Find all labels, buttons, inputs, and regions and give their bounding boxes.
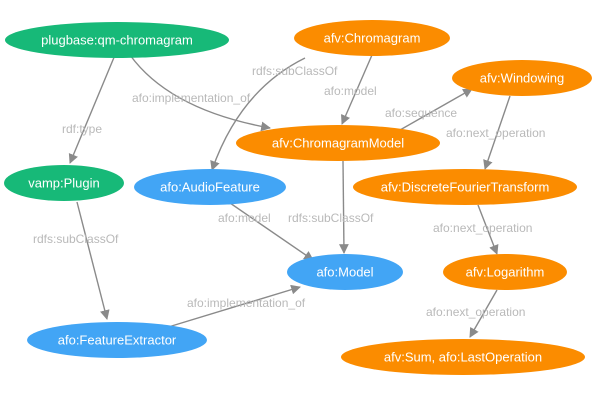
node-label: afv:Sum, afo:LastOperation (384, 350, 542, 365)
node-label: afv:Logarithm (466, 265, 545, 280)
node-label: plugbase:qm-chromagram (41, 33, 193, 48)
edge-qm-to-chromagram-model (129, 54, 271, 132)
edges (68, 54, 511, 338)
edge-label-rdfs-subclassof: rdfs:subClassOf (288, 211, 374, 225)
edge-label-afo-implementation-of: afo:implementation_of (187, 296, 306, 310)
edge-label-afo-model: afo:model (218, 211, 271, 225)
node-qm-chromagram[interactable]: plugbase:qm-chromagram (5, 22, 229, 58)
edge-label-afo-next-operation: afo:next_operation (426, 305, 525, 319)
edge-audio-feature-to-model (229, 202, 314, 261)
edge-label-afo-sequence: afo:sequence (385, 106, 457, 120)
edge-qm-to-vamp-plugin (68, 54, 116, 164)
node-label: afo:AudioFeature (160, 180, 260, 195)
node-audio-feature[interactable]: afo:AudioFeature (134, 169, 286, 205)
node-label: afv:Chromagram (324, 31, 421, 46)
edge-label-rdfs-subclassof: rdfs:subClassOf (252, 64, 338, 78)
edge-chromagram-to-chromagram-model (341, 54, 373, 125)
node-label: afv:ChromagramModel (272, 136, 404, 151)
edge-chromagram-model-to-model (339, 160, 349, 254)
node-label: afo:Model (316, 265, 373, 280)
edge-chromagram-to-audio-feature (210, 57, 306, 171)
node-feature-extractor[interactable]: afo:FeatureExtractor (27, 322, 207, 358)
node-model[interactable]: afo:Model (287, 254, 403, 290)
node-label: vamp:Plugin (28, 176, 100, 191)
edge-label-afo-model: afo:model (324, 84, 377, 98)
edge-dft-to-logarithm (477, 204, 499, 255)
edge-logarithm-to-sum-last (469, 289, 498, 338)
edge-label-afo-implementation-of: afo:implementation_of (132, 91, 251, 105)
node-logarithm[interactable]: afv:Logarithm (443, 254, 567, 290)
node-windowing[interactable]: afv:Windowing (452, 60, 592, 96)
node-label: afv:Windowing (480, 71, 565, 86)
node-label: afo:FeatureExtractor (58, 333, 177, 348)
edge-windowing-to-dft (483, 95, 511, 170)
edge-label-rdf-type: rdf:type (62, 122, 102, 136)
edge-labels: rdfs:subClassOf afo:implementation_of af… (33, 64, 545, 319)
node-sum-last-operation[interactable]: afv:Sum, afo:LastOperation (341, 339, 585, 375)
edge-feature-extractor-to-model (164, 284, 301, 329)
node-label: afv:DiscreteFourierTransform (381, 180, 550, 195)
node-vamp-plugin[interactable]: vamp:Plugin (4, 165, 124, 201)
node-chromagram-model[interactable]: afv:ChromagramModel (236, 125, 440, 161)
node-chromagram[interactable]: afv:Chromagram (294, 20, 450, 56)
node-dft[interactable]: afv:DiscreteFourierTransform (353, 169, 577, 205)
edge-label-afo-next-operation: afo:next_operation (446, 126, 545, 140)
edge-vamp-plugin-to-feature-extractor (76, 201, 110, 320)
edge-chromagram-model-to-windowing (399, 88, 473, 131)
edge-label-afo-next-operation: afo:next_operation (433, 221, 532, 235)
edge-label-rdfs-subclassof: rdfs:subClassOf (33, 232, 119, 246)
